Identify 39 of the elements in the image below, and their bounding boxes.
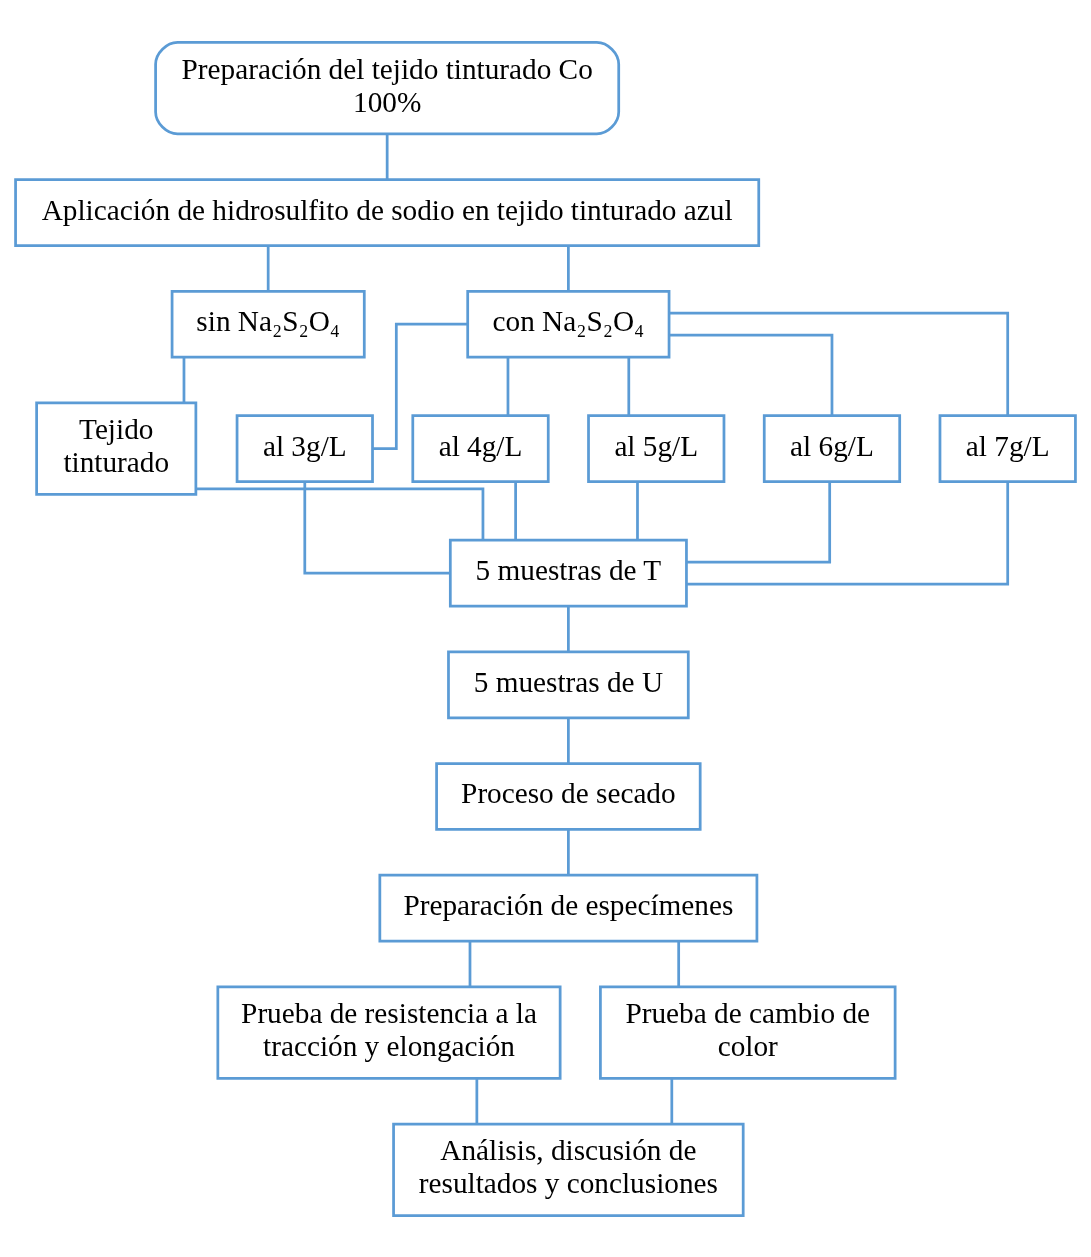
connector <box>567 717 570 763</box>
connector <box>266 245 270 291</box>
node-box: al 4g/L <box>411 413 550 483</box>
connector <box>669 333 834 415</box>
node-box: al 5g/L <box>587 413 726 483</box>
connector <box>567 606 570 651</box>
connector <box>385 133 389 179</box>
node-box: Preparación de especímenes <box>378 873 759 942</box>
connector <box>670 1078 674 1124</box>
connector <box>627 357 631 415</box>
node-box: al 6g/L <box>762 413 902 483</box>
connector <box>475 1078 479 1124</box>
node-box: Preparación del tejido tinturado Co 100% <box>154 40 621 135</box>
node-box: Aplicación de hidrosulfito de sodio en tejido tinturado azul <box>14 177 761 247</box>
node-box: Tejido tinturado <box>35 401 198 496</box>
connector <box>567 829 570 875</box>
connector <box>514 481 517 540</box>
node-box: al 3g/L <box>235 413 374 483</box>
node-box: sin Na₂S₂O₄ <box>170 289 366 359</box>
node-box: con Na₂S₂O₄ <box>466 289 671 359</box>
connector <box>686 481 832 564</box>
node-box: Análisis, discusión de resultados y conclusiones <box>392 1122 745 1217</box>
connector <box>567 245 570 291</box>
connector <box>669 311 1010 415</box>
node-box: al 7g/L <box>938 413 1077 483</box>
connector <box>686 481 1010 586</box>
connector <box>677 941 681 987</box>
node-box: Prueba de cambio de color <box>599 985 897 1080</box>
connector <box>182 357 186 403</box>
connector <box>196 487 485 540</box>
connector <box>506 357 510 415</box>
connector <box>468 941 472 987</box>
connector <box>372 322 468 450</box>
node-box: 5 muestras de U <box>447 650 690 719</box>
node-box: Proceso de secado <box>435 761 702 831</box>
connector <box>636 481 639 540</box>
node-box: 5 muestras de T <box>448 538 688 607</box>
node-box: Prueba de resistencia a la tracción y elongación <box>216 985 562 1080</box>
connector <box>303 481 450 575</box>
